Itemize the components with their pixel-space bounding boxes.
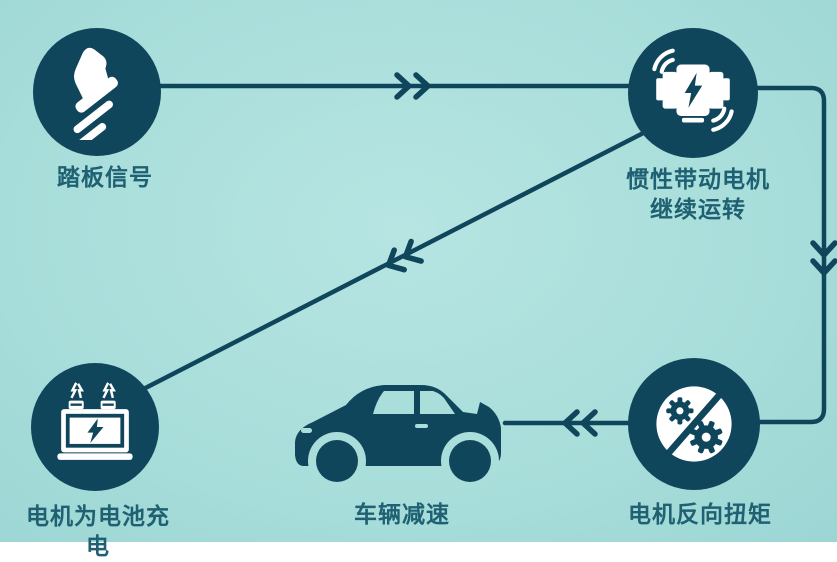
electric-motor-icon	[652, 48, 734, 132]
node-reverse-torque	[628, 358, 760, 490]
node-motor-inertia	[628, 28, 758, 158]
label-battery-charging: 电机为电池充电	[26, 503, 170, 560]
label-reverse-torque: 电机反向扭矩	[628, 501, 772, 527]
edge-motor-to-torque	[735, 85, 837, 425]
label-motor-inertia: 惯性带动电机 继续运转	[593, 164, 803, 225]
label-pedal-signal: 踏板信号	[57, 164, 153, 190]
car-icon	[295, 385, 501, 490]
edge-motor-to-battery	[119, 124, 658, 403]
node-pedal-signal	[33, 28, 161, 156]
edge-pedal-to-motor	[155, 72, 637, 100]
crossed-gears-icon	[656, 386, 732, 462]
node-battery-charging	[31, 363, 159, 491]
label-motor-inertia-line1: 惯性带动电机	[626, 166, 770, 192]
label-motor-inertia-line2: 继续运转	[650, 196, 746, 223]
vehicle-figure	[280, 370, 525, 500]
battery-charging-icon	[57, 382, 133, 460]
brake-pedal-icon	[73, 47, 118, 140]
label-vehicle-decelerate: 车辆减速	[354, 501, 450, 527]
